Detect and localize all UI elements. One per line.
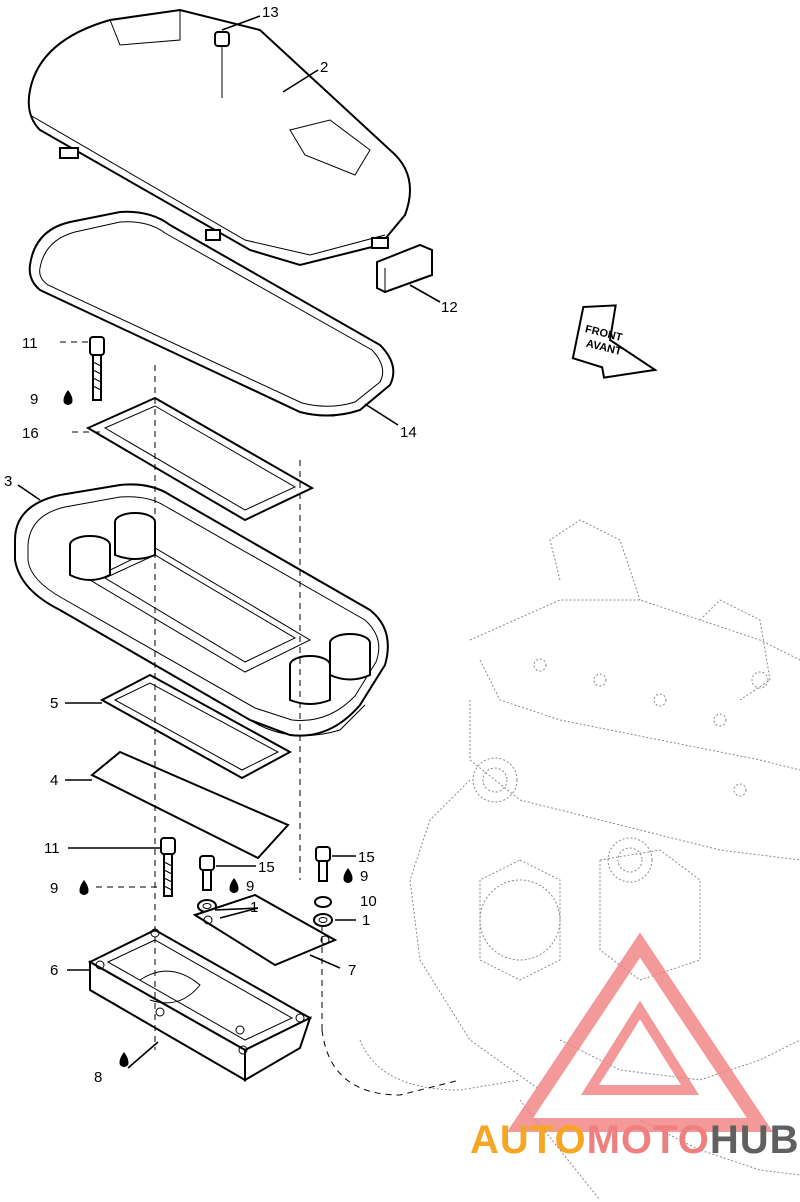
engine-background-drawing — [359, 519, 800, 1201]
callout-12: 12 — [441, 299, 458, 316]
logo-text-auto: AUTO — [470, 1118, 587, 1162]
callout-leaders — [17, 15, 441, 1069]
callout-3: 3 — [4, 473, 12, 490]
sealant-drop-icon-8 — [119, 1052, 129, 1067]
callout-10: 10 — [360, 893, 377, 910]
callout-11-bottom: 11 — [44, 840, 60, 857]
callout-13: 13 — [262, 4, 279, 21]
plate-part-7 — [192, 893, 338, 967]
screw-part-11-bottom — [160, 837, 176, 897]
silencer-body-part-3 — [14, 483, 389, 737]
callout-11-top: 11 — [22, 335, 38, 352]
callout-9-top: 9 — [30, 391, 38, 408]
logo-text-hub: HUB — [710, 1118, 800, 1162]
clip-part-12 — [376, 243, 433, 294]
sealant-drop-icon-9c — [229, 878, 239, 893]
washer-part-10 — [314, 896, 332, 908]
mesh-filter-part-4 — [90, 750, 290, 860]
top-cover-part-2 — [27, 8, 411, 267]
callout-1-left: 1 — [250, 899, 258, 916]
callout-labels: 13 2 12 11 9 16 14 3 5 4 11 15 15 9 9 9 … — [4, 4, 458, 1086]
gasket-part-16 — [85, 396, 315, 522]
callout-7: 7 — [348, 962, 356, 979]
callout-1-right: 1 — [362, 912, 370, 929]
screw-part-15-left — [199, 855, 215, 891]
sealant-drop-icon-9d — [343, 868, 353, 883]
gasket-part-5 — [99, 673, 293, 780]
tray-part-6 — [87, 928, 313, 1082]
callout-15-left: 15 — [258, 859, 275, 876]
front-direction-arrow: FRONT AVANT — [571, 304, 658, 379]
callout-9-middle: 9 — [246, 878, 254, 895]
callout-5: 5 — [50, 695, 58, 712]
sealant-drop-icon-9a — [63, 390, 73, 405]
sealant-drop-icon-9b — [79, 880, 89, 895]
callout-4: 4 — [50, 772, 58, 789]
callout-6: 6 — [50, 962, 58, 979]
callout-16: 16 — [22, 425, 39, 442]
screw-part-11-top — [89, 336, 105, 401]
callout-14: 14 — [400, 424, 417, 441]
callout-2: 2 — [320, 59, 328, 76]
assembly-guide-lines — [60, 341, 461, 1096]
callout-9-right: 9 — [360, 868, 368, 885]
logo-text-moto: MOTO — [587, 1118, 710, 1162]
svg-text:AUTOMOTOHUB: AUTOMOTOHUB — [470, 1118, 800, 1162]
washer-part-1-right — [313, 913, 333, 927]
automotohub-logo: AUTOMOTOHUB — [470, 932, 800, 1162]
seal-part-14 — [28, 210, 395, 417]
callout-9-left: 9 — [50, 880, 58, 897]
callout-8: 8 — [94, 1069, 102, 1086]
callout-15-right: 15 — [358, 849, 375, 866]
screw-part-15-right — [315, 846, 331, 882]
